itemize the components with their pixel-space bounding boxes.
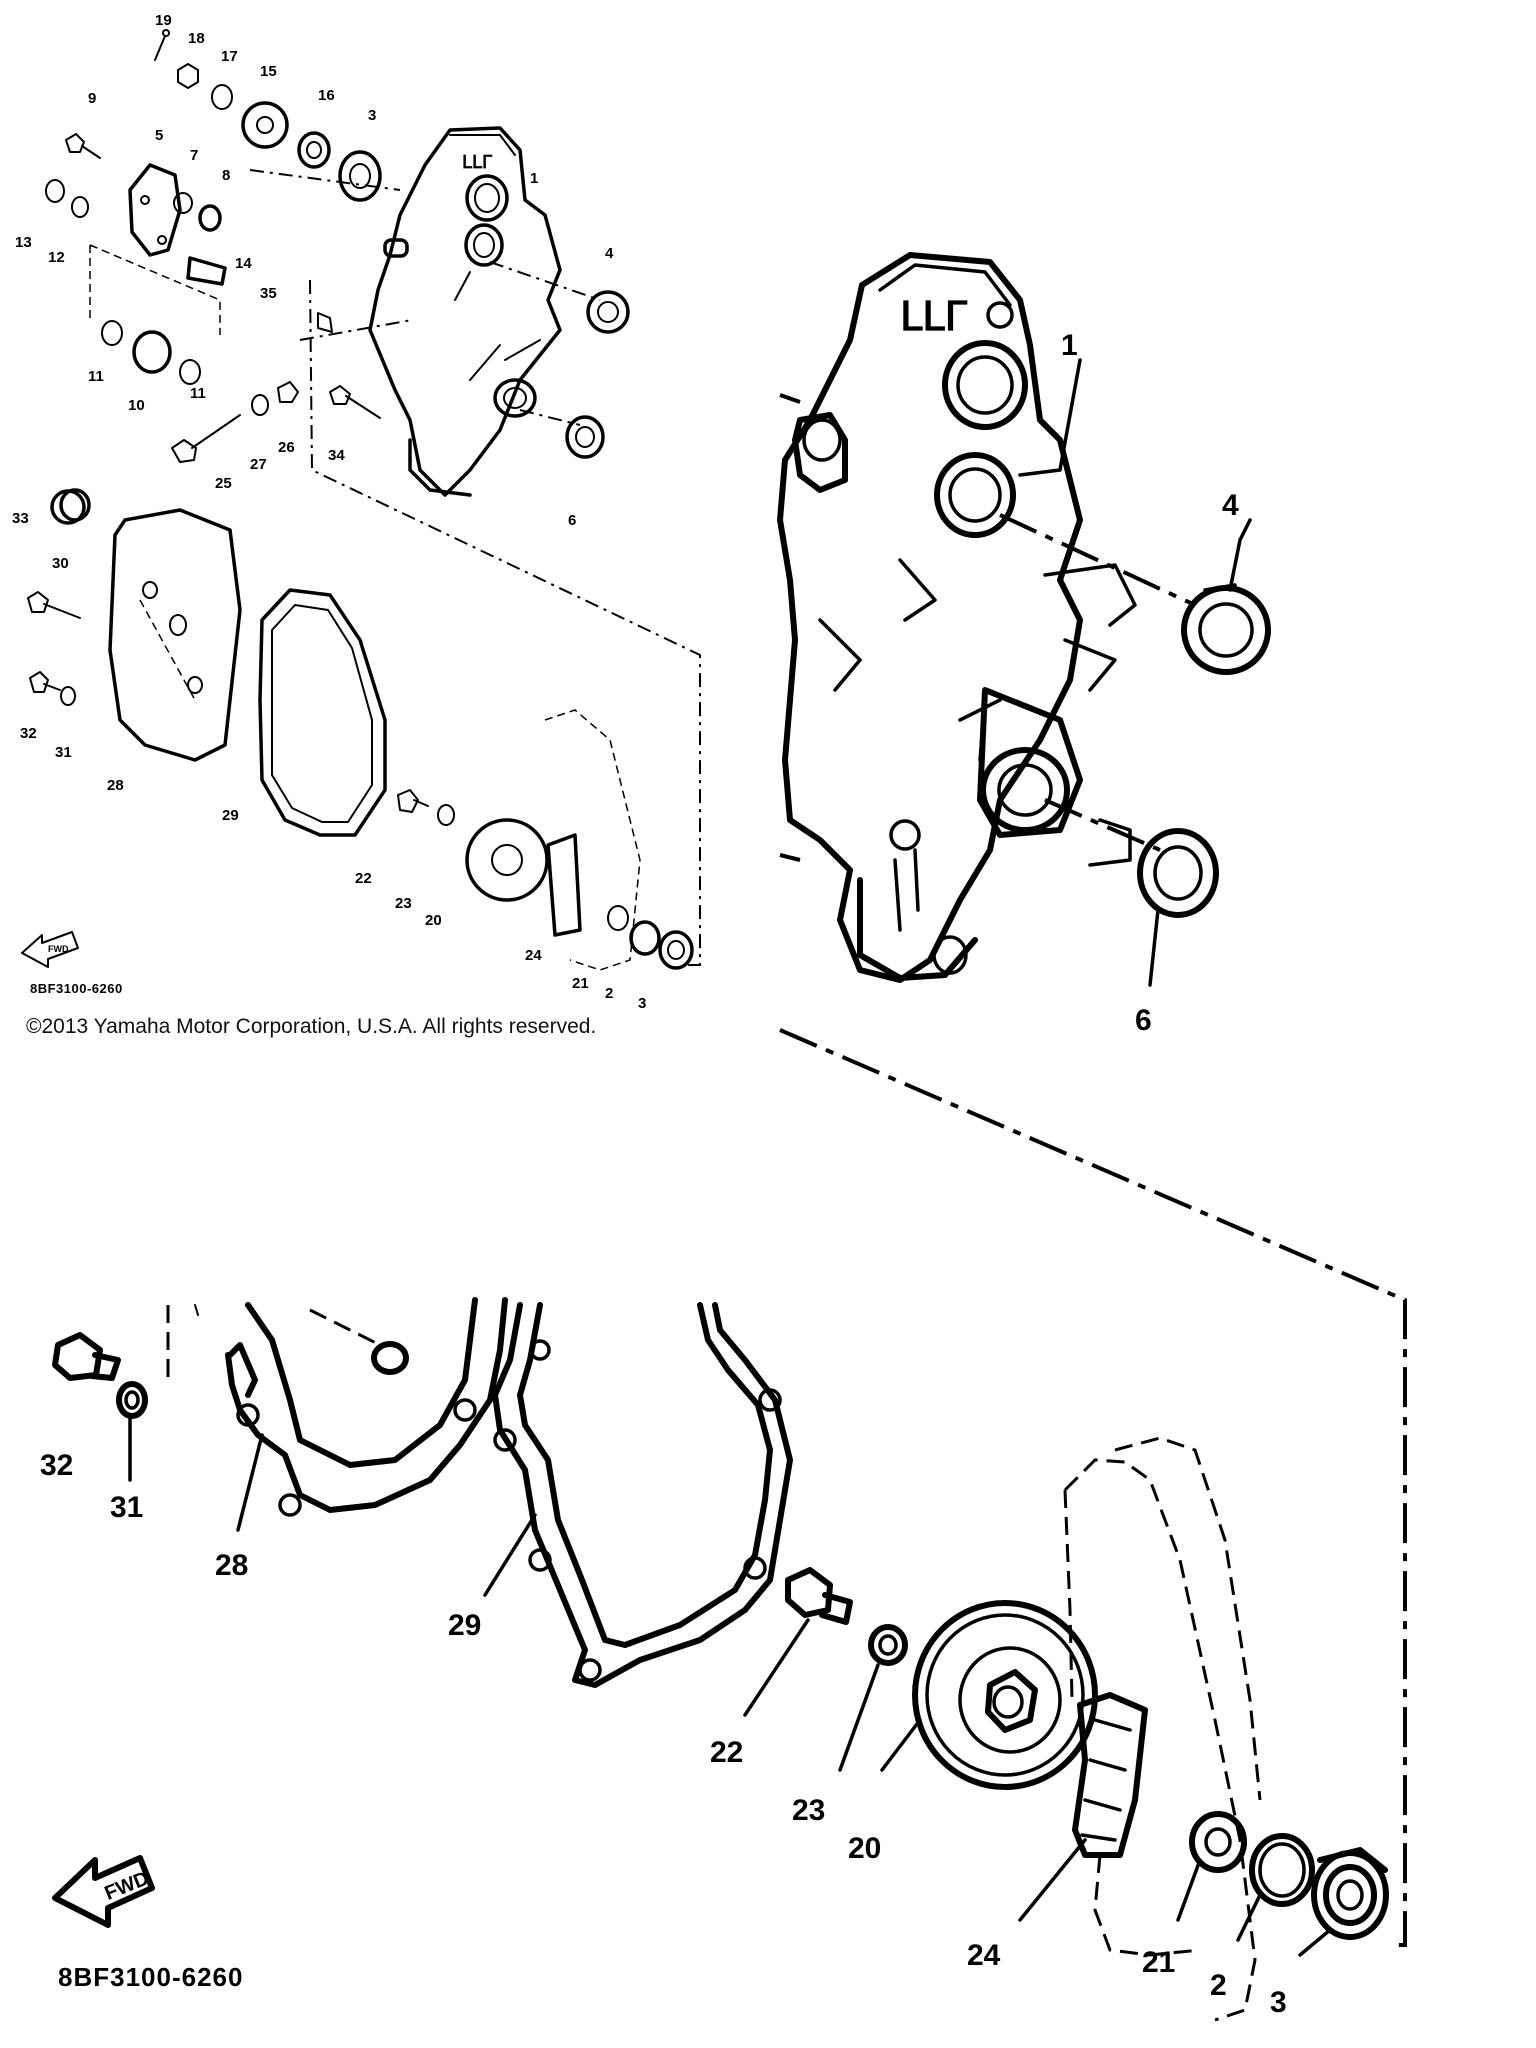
label-20-small: 20 [425, 912, 442, 929]
label-4: 4 [1222, 489, 1239, 522]
label-28-small: 28 [107, 777, 124, 794]
label-3: 3 [1270, 1986, 1287, 2019]
label-31: 31 [110, 1491, 143, 1524]
diagram-code-large: 8BF3100-6260 [58, 1962, 244, 1992]
label-5: 5 [155, 127, 163, 144]
label-1-small: 1 [530, 170, 538, 187]
case-housing: ᒪᒪᒥ [368, 126, 562, 497]
label-30: 30 [52, 555, 69, 572]
fwd-arrow-small: FWD [21, 931, 79, 968]
label-6: 6 [1135, 1004, 1152, 1037]
diagram-code-small: 8BF3100-6260 [30, 981, 123, 996]
label-18: 18 [188, 30, 205, 47]
label-31-small: 31 [55, 744, 72, 761]
label-21: 21 [1142, 1946, 1175, 1979]
label-27: 27 [250, 456, 267, 473]
label-23-small: 23 [395, 895, 412, 912]
label-25: 25 [215, 475, 232, 492]
label-22-small: 22 [355, 870, 372, 887]
label-26: 26 [278, 439, 295, 456]
label-34: 34 [328, 447, 345, 464]
label-1: 1 [1061, 329, 1078, 362]
label-24-small: 24 [525, 947, 542, 964]
fwd-arrow-large: FWD [52, 1855, 155, 1928]
small-hardware [27, 29, 694, 971]
label-6-small: 6 [568, 512, 576, 529]
label-8: 8 [222, 167, 230, 184]
label-3-small: 3 [638, 995, 646, 1012]
label-11-left: 11 [88, 368, 104, 385]
overview-diagram: ᒪᒪᒥ [12, 12, 701, 1012]
label-28: 28 [215, 1549, 248, 1582]
label-33: 33 [12, 510, 29, 527]
copyright-notice: ©2013 Yamaha Motor Corporation, U.S.A. A… [26, 1015, 597, 1038]
label-11-right: 11 [190, 385, 206, 402]
label-4-small: 4 [605, 245, 614, 262]
label-7: 7 [190, 147, 198, 164]
svg-text:ᒪᒪᒥ: ᒪᒪᒥ [462, 152, 493, 172]
label-13: 13 [15, 234, 32, 251]
label-14: 14 [235, 255, 252, 272]
label-2-small: 2 [605, 985, 613, 1002]
label-10: 10 [128, 397, 145, 414]
label-12: 12 [48, 249, 65, 266]
zoom-bottom-detail: 32 31 28 29 22 23 20 24 21 2 3 FWD [40, 1297, 1389, 2022]
label-32-small: 32 [20, 725, 37, 742]
label-35: 35 [260, 285, 277, 302]
label-19: 19 [155, 12, 172, 29]
label-29: 29 [448, 1609, 481, 1642]
label-24: 24 [967, 1939, 1001, 1972]
label-2: 2 [1210, 1969, 1227, 2002]
label-32: 32 [40, 1449, 73, 1482]
label-17: 17 [221, 48, 238, 65]
label-3-top: 3 [368, 107, 376, 124]
svg-text:FWD: FWD [48, 944, 69, 954]
label-21-small: 21 [572, 975, 589, 992]
label-15: 15 [260, 63, 277, 80]
label-22: 22 [710, 1736, 743, 1769]
label-23: 23 [792, 1794, 825, 1827]
label-20: 20 [848, 1832, 881, 1865]
label-9: 9 [88, 90, 96, 107]
overview-labels: 19 18 17 15 16 3 1 9 5 7 8 13 12 14 4 35… [12, 12, 646, 1012]
label-29-small: 29 [222, 807, 239, 824]
label-16: 16 [318, 87, 335, 104]
svg-text:ᒪᒪᒥ: ᒪᒪᒥ [900, 295, 968, 339]
zoom-case-detail: ᒪᒪᒥ 1 4 6 [777, 252, 1407, 1947]
